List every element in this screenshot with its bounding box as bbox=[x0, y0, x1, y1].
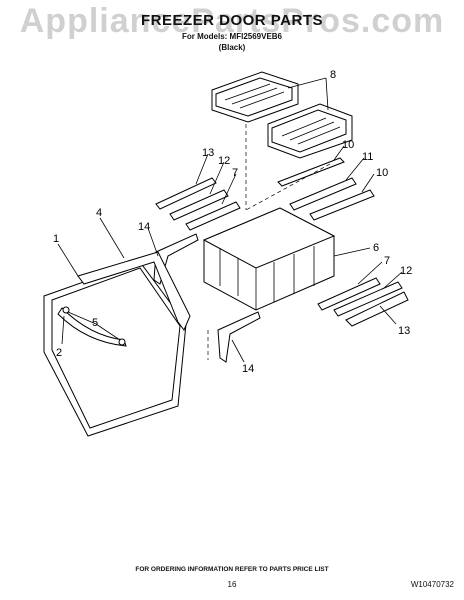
part-4-door-gasket bbox=[77, 251, 191, 331]
page-number: 16 bbox=[227, 580, 237, 589]
callout-10-upper: 10 bbox=[342, 139, 354, 151]
part-5-door-handle bbox=[57, 306, 127, 347]
callout-14-upper: 14 bbox=[138, 221, 150, 233]
callout-13-right: 13 bbox=[398, 325, 410, 337]
part-11-rail bbox=[289, 177, 357, 211]
callout-12-left: 12 bbox=[218, 155, 230, 167]
callout-12-right: 12 bbox=[400, 265, 412, 277]
part-13-rail-left bbox=[155, 177, 217, 210]
callout-6: 6 bbox=[373, 242, 379, 254]
document-part-code: W10470732 bbox=[410, 580, 454, 589]
callout-11: 11 bbox=[362, 151, 373, 163]
callout-7-left: 7 bbox=[232, 167, 238, 179]
watermark: AppliancePartsPros.com bbox=[19, 2, 445, 40]
leader-lines bbox=[57, 77, 403, 363]
callout-10-lower: 10 bbox=[376, 167, 388, 179]
color-line: (Black) bbox=[218, 43, 246, 52]
part-13-rail-right bbox=[345, 291, 409, 327]
part-12-rail-right bbox=[333, 281, 403, 317]
part-7-slide-right bbox=[317, 277, 381, 311]
callout-8: 8 bbox=[330, 69, 336, 81]
ordering-note: FOR ORDERING INFORMATION REFER TO PARTS … bbox=[135, 566, 329, 573]
part-6-drawer-bin bbox=[202, 207, 336, 311]
callout-5: 5 bbox=[92, 317, 98, 329]
callout-4: 4 bbox=[96, 207, 102, 219]
part-12-rail-left bbox=[169, 189, 229, 221]
part-14-bracket-upper bbox=[153, 233, 199, 285]
part-8-upper-basket bbox=[211, 71, 299, 210]
callout-13-left: 13 bbox=[202, 147, 214, 159]
callout-1: 1 bbox=[53, 233, 59, 245]
part-10-rail-lower bbox=[309, 189, 375, 221]
diagram-title: FREEZER DOOR PARTS bbox=[140, 12, 324, 29]
part-8-lower-basket bbox=[267, 103, 353, 159]
callout-14-lower: 14 bbox=[242, 363, 254, 375]
part-14-bracket-lower bbox=[207, 311, 261, 363]
part-7-slide-left bbox=[185, 201, 241, 231]
models-line: For Models: MFI2569VEB6 bbox=[181, 32, 283, 41]
part-10-rail-upper bbox=[245, 157, 345, 211]
callout-2: 2 bbox=[56, 347, 62, 359]
part-1-freezer-door bbox=[43, 261, 187, 437]
callout-7-right: 7 bbox=[384, 255, 390, 267]
